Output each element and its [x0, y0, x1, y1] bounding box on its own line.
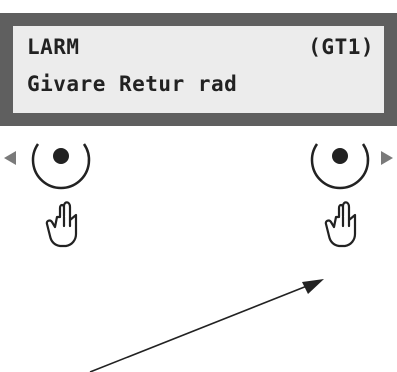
callout-arrow — [89, 279, 324, 372]
finger-press-icon — [324, 201, 357, 248]
lcd-display-bezel: LARM (GT1) Givare Retur rad — [0, 13, 397, 126]
sensor-code: (GT1) — [308, 35, 374, 59]
alarm-label: LARM — [27, 35, 80, 59]
button-arc-icon — [310, 143, 370, 190]
right-button[interactable] — [310, 143, 370, 190]
right-arrow-icon — [381, 151, 393, 165]
finger-press-icon — [45, 201, 78, 248]
button-arc-icon — [31, 143, 91, 190]
lcd-line-1: LARM (GT1) — [27, 35, 374, 59]
lcd-line-2: Givare Retur rad — [27, 72, 238, 96]
lcd-screen: LARM (GT1) Givare Retur rad — [13, 26, 384, 113]
button-dot-icon — [332, 148, 348, 164]
left-arrow-icon — [4, 151, 16, 165]
button-dot-icon — [53, 148, 69, 164]
left-button[interactable] — [31, 143, 91, 190]
